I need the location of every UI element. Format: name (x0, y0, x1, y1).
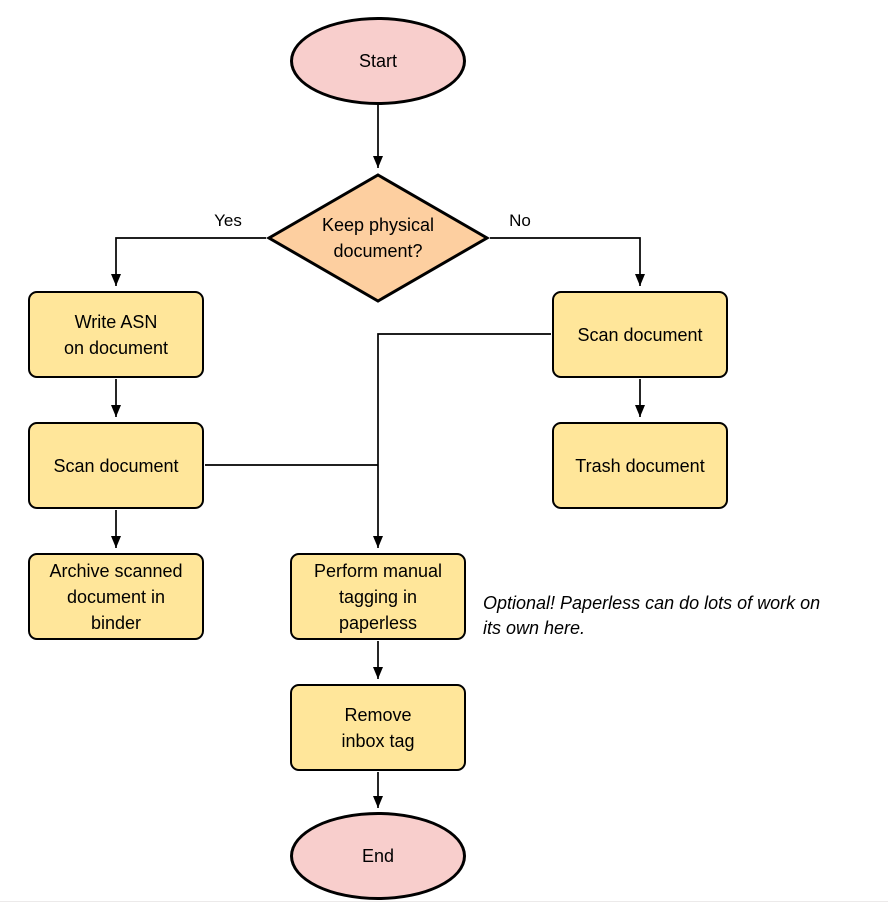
edge-decision-no-to-scan-right (490, 237, 645, 286)
scan-document-left-label: Scan document (53, 455, 179, 476)
bottom-separator-line (0, 901, 888, 902)
trash-document-label: Trash document (575, 455, 705, 476)
end-label: End (361, 846, 395, 866)
process-manual-tagging-node: Perform manual tagging in paperless (290, 553, 466, 640)
start-node: Start (290, 17, 466, 105)
edge-scan-right-to-tagging (373, 333, 551, 548)
process-scan-document-left-node: Scan document (28, 422, 204, 509)
process-archive-binder-node: Archive scanned document in binder (28, 553, 204, 640)
end-node: End (290, 812, 466, 900)
scan-document-right-label: Scan document (577, 324, 703, 345)
diamond-shape (266, 173, 490, 303)
archive-binder-label: Archive scanned document in binder (49, 560, 183, 633)
process-trash-document-node: Trash document (552, 422, 728, 509)
manual-tagging-label: Perform manual tagging in paperless (313, 560, 443, 633)
decision-keep-physical-node: Keep physical document? (266, 172, 490, 304)
edge-label-no: No (506, 211, 534, 231)
edge-decision-yes-to-write-asn (111, 237, 266, 286)
decision-label: Keep physical document? (321, 215, 435, 261)
process-write-asn-node: Write ASN on document (28, 291, 204, 378)
edge-label-yes: Yes (211, 211, 245, 231)
process-remove-inbox-tag-node: Remove inbox tag (290, 684, 466, 771)
optional-note: Optional! Paperless can do lots of work … (483, 593, 821, 638)
start-label: Start (358, 51, 397, 71)
process-scan-document-right-node: Scan document (552, 291, 728, 378)
write-asn-label: Write ASN on document (63, 311, 169, 358)
remove-inbox-tag-label: Remove inbox tag (341, 704, 415, 751)
